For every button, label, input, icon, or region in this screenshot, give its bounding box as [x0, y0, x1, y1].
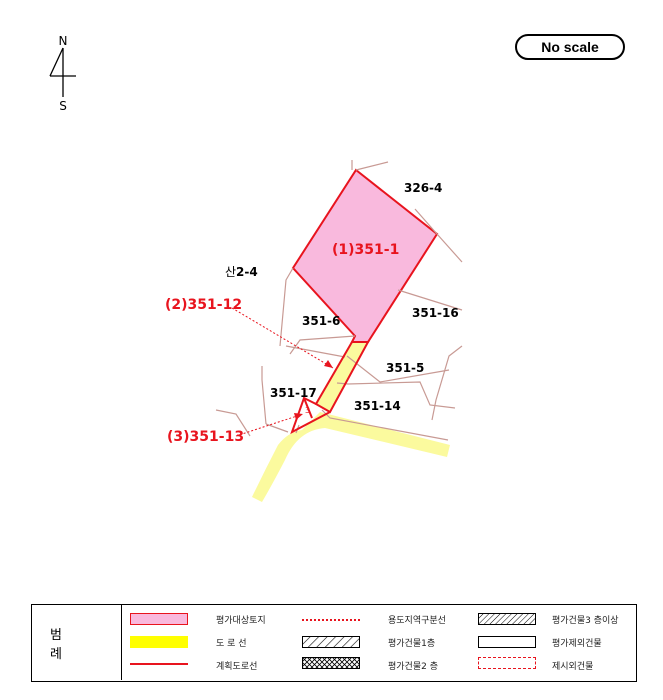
label-351-14: 351-14 — [354, 399, 401, 413]
legend-swatch-building-2f — [302, 657, 360, 669]
legend-text-building-3f: 평가건물3 층이상 — [552, 616, 619, 626]
label-351-16: 351-16 — [412, 306, 459, 320]
label-351-6: 351-6 — [302, 314, 340, 328]
legend-swatch-planned-road — [130, 663, 188, 665]
legend: 범 례 평가대상토지 도 로 선 계획도로선 용도지역구분선 평가건물1층 평가… — [31, 604, 637, 682]
road-strip — [316, 342, 368, 412]
leader-351-12 — [231, 307, 334, 369]
label-san2-4-prefix: 산 — [225, 265, 236, 279]
legend-swatch-unlisted-building — [478, 657, 536, 669]
scale-badge: No scale — [515, 34, 625, 60]
road-area — [252, 412, 450, 502]
legend-swatch-target-land — [130, 613, 188, 625]
leader-arrow-351-12 — [324, 360, 333, 368]
label-326-4: 326-4 — [404, 181, 442, 195]
legend-text-excluded-building: 평가제외건물 — [552, 639, 602, 649]
legend-swatch-building-3f — [478, 613, 536, 625]
legend-text-planned-road: 계획도로선 — [216, 662, 258, 672]
legend-text-building-2f: 평가건물2 층 — [388, 662, 438, 672]
label-san2-4: 산2-4 — [225, 265, 258, 279]
legend-swatch-excluded-building — [478, 636, 536, 648]
legend-swatch-road — [130, 636, 188, 648]
label-351-17: 351-17 — [270, 386, 317, 400]
legend-swatch-building-1f — [302, 636, 360, 648]
label-351-13: (3)351-13 — [167, 429, 244, 445]
legend-text-zoning-boundary: 용도지역구분선 — [388, 616, 446, 626]
legend-text-unlisted-building: 제시외건물 — [552, 662, 594, 672]
label-small-3: 3 — [305, 406, 310, 415]
leader-arrow-351-13 — [294, 413, 303, 420]
label-351-12: (2)351-12 — [165, 297, 242, 313]
label-351-1: (1)351-1 — [332, 242, 399, 258]
label-351-5: 351-5 — [386, 361, 424, 375]
legend-swatch-zoning-boundary — [302, 619, 360, 621]
compass-north: N — [59, 34, 68, 48]
compass-south: S — [59, 99, 67, 113]
north-arrow-icon — [49, 47, 76, 97]
legend-text-building-1f: 평가건물1층 — [388, 639, 436, 649]
parcel-boundaries — [215, 160, 463, 441]
label-san2-4-num: 2-4 — [236, 265, 258, 279]
leader-351-13 — [235, 414, 301, 437]
legend-title: 범 례 — [32, 605, 122, 680]
legend-text-road: 도 로 선 — [216, 639, 247, 649]
legend-text-target-land: 평가대상토지 — [216, 616, 266, 626]
